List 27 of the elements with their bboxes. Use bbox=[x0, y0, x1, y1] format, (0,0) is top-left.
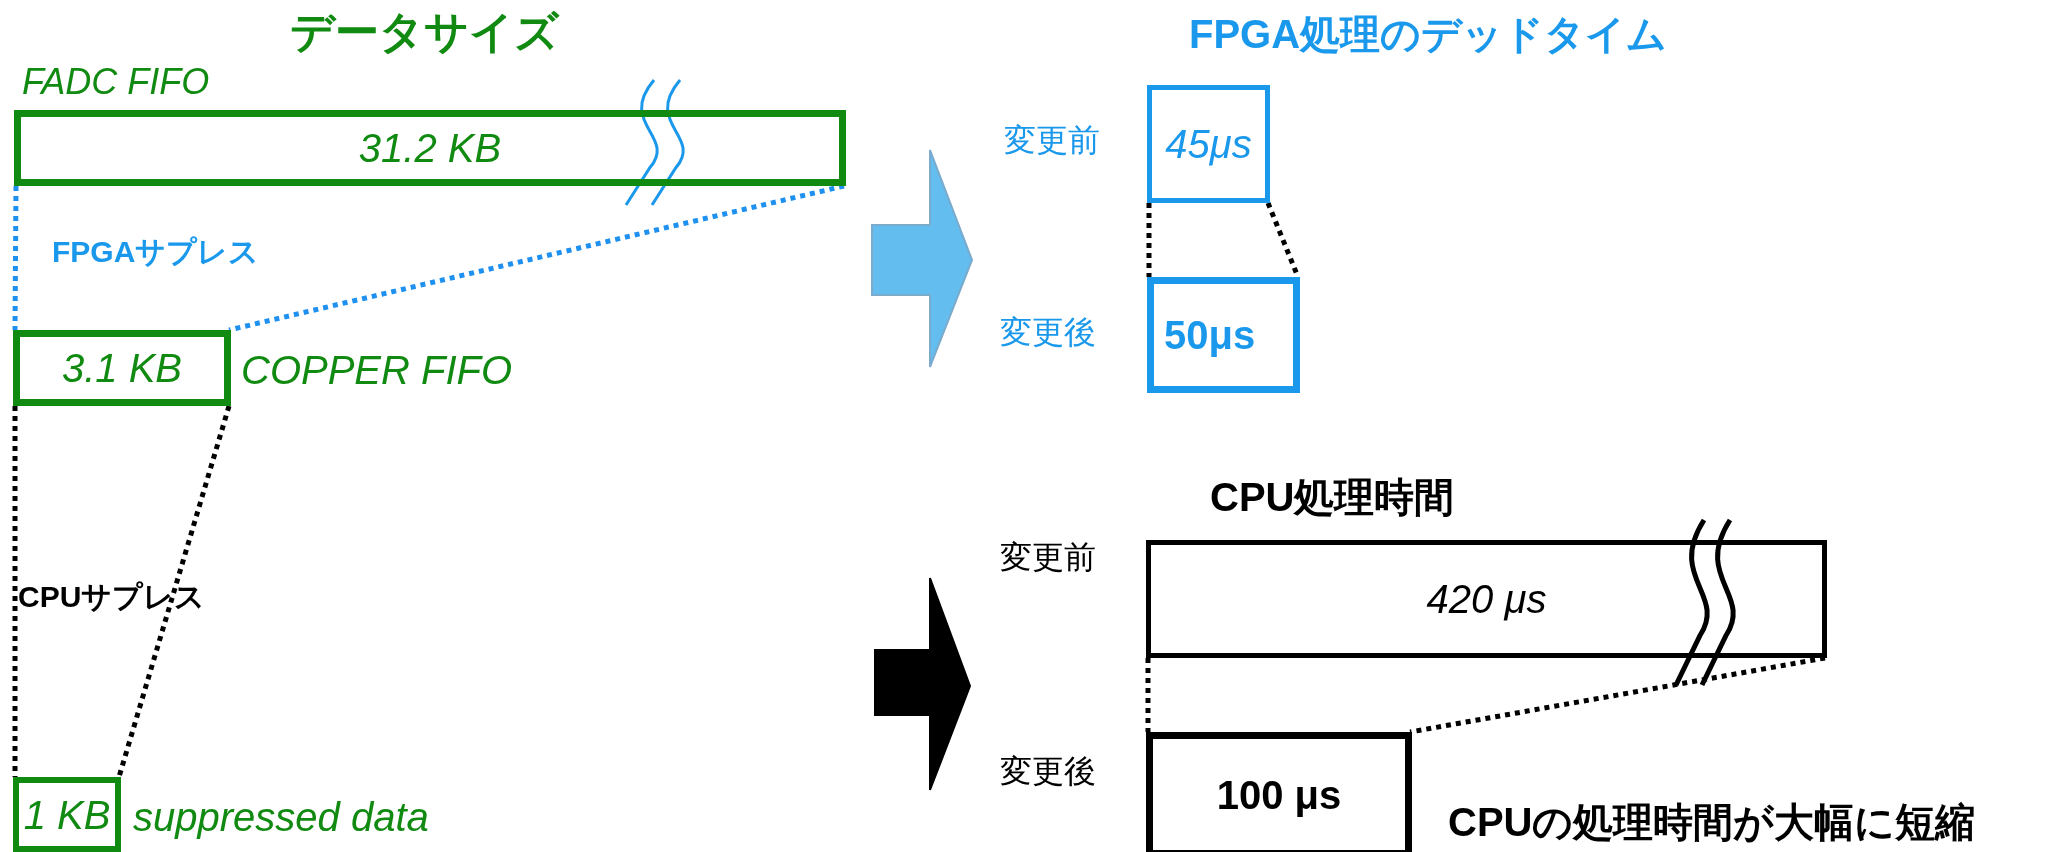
bar-heading: FADC FIFO bbox=[22, 62, 210, 102]
guide-line bbox=[228, 183, 845, 333]
state-label: 変更後 bbox=[1000, 315, 1096, 351]
guide-line bbox=[1145, 658, 1151, 732]
process-label: CPUサプレス bbox=[18, 580, 206, 613]
fifo-label: suppressed data bbox=[133, 795, 429, 839]
state-label: 変更前 bbox=[1000, 540, 1096, 576]
section-title: FPGA処理のデッドタイム bbox=[1189, 12, 1668, 56]
guide-line bbox=[12, 186, 19, 330]
size-value: 3.1 KB bbox=[61, 346, 183, 390]
section-title: CPU処理時間 bbox=[1210, 475, 1455, 519]
size-value: 1 KB bbox=[23, 792, 111, 837]
state-label: 変更前 bbox=[1004, 123, 1100, 159]
section-title: データサイズ bbox=[290, 8, 559, 57]
size-value: 31.2 KB bbox=[358, 126, 502, 170]
state-label: 変更後 bbox=[1000, 754, 1096, 790]
time-value: 50μs bbox=[1164, 313, 1256, 357]
time-value: 100 μs bbox=[1216, 772, 1342, 817]
guide-line bbox=[116, 405, 232, 778]
process-label: FPGAサプレス bbox=[52, 235, 260, 268]
guide-line bbox=[12, 406, 18, 777]
time-value: 45μs bbox=[1165, 122, 1252, 166]
time-value: 420 μs bbox=[1426, 577, 1547, 621]
summary-note: CPUの処理時間が大幅に短縮 bbox=[1448, 800, 1976, 844]
guide-line bbox=[1146, 203, 1152, 277]
fifo-label: COPPER FIFO bbox=[241, 348, 513, 392]
guide-line bbox=[1409, 655, 1826, 735]
